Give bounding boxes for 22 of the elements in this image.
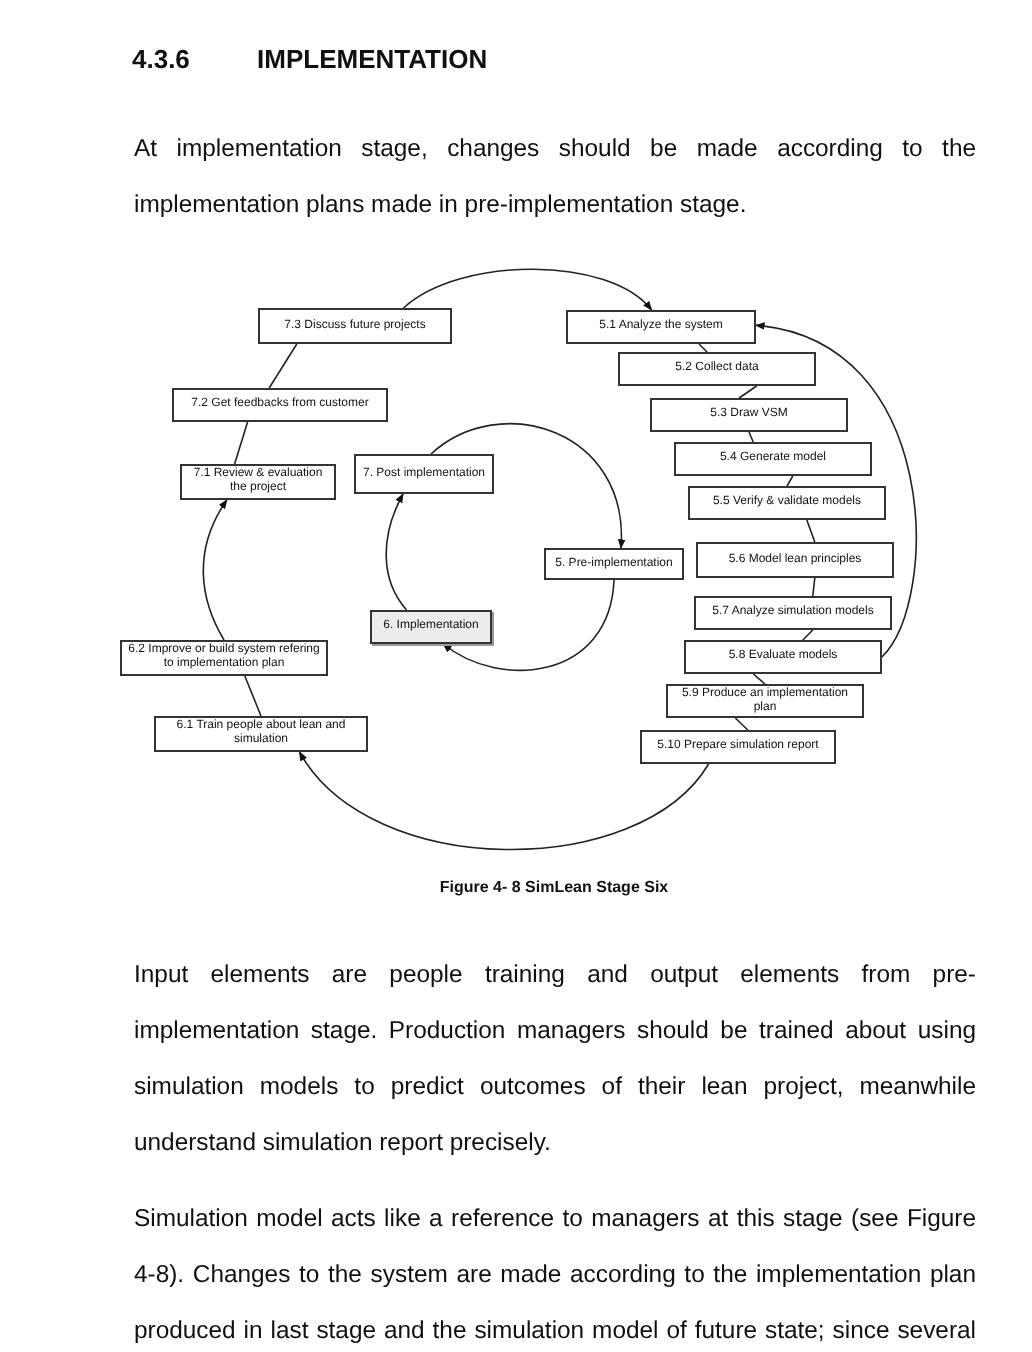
connector-line xyxy=(806,519,816,543)
connector-line xyxy=(752,673,766,685)
connector-line xyxy=(748,431,754,443)
connector-line xyxy=(812,577,816,597)
section-heading: 4.3.6 IMPLEMENTATION xyxy=(132,44,488,74)
body-paragraph: Simulation model acts like a reference to managers at this stage (see Figure 4-8). Changes to the system are made according to the implementation plan produced in last stage and the simulation model of future state; since several xyxy=(134,1202,976,1348)
arrow xyxy=(202,499,228,641)
connector-line xyxy=(268,343,298,389)
arrow xyxy=(385,493,408,611)
arrow xyxy=(430,422,625,549)
figure-caption: Figure 4- 8 SimLean Stage Six xyxy=(437,878,671,896)
connector-line xyxy=(738,385,758,399)
connector-line xyxy=(698,343,708,353)
body-paragraph: At implementation stage, changes should be made according to the implementation plans made in pre-implementation stage. xyxy=(134,132,976,222)
arrow xyxy=(442,579,615,671)
arrow xyxy=(755,323,917,658)
body-paragraph: Input elements are people training and output elements from pre-implementation stage. Production managers should be trained about using simulation models to predict outcomes of their lean project, meanwhile understand simulation report precisely. xyxy=(134,958,976,1160)
connector-line xyxy=(786,475,794,487)
arrow xyxy=(298,751,710,851)
arrow xyxy=(402,268,653,311)
connector-line xyxy=(233,421,249,465)
connector-line xyxy=(244,675,262,717)
